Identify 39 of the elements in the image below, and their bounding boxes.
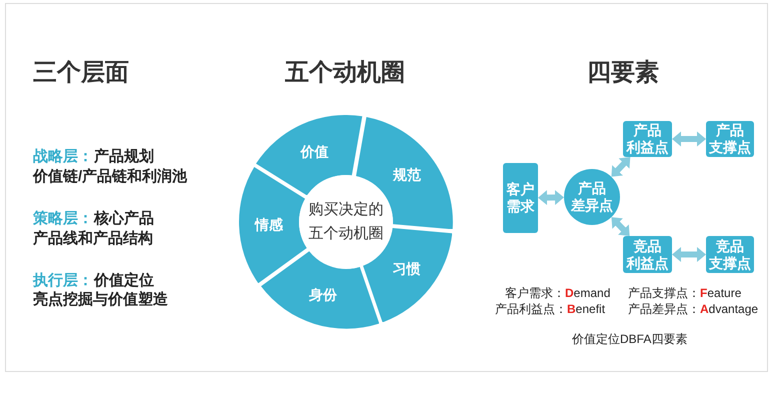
center-text: 购买决定的五个动机圈 — [308, 200, 384, 244]
term-definition: 产品利益点：Benefit — [495, 301, 606, 317]
double-arrow — [672, 132, 706, 146]
term-definition: 客户需求：Demand — [505, 285, 610, 301]
layer-focus: 价值定位 — [94, 271, 154, 290]
term-definition: 产品差异点：Advantage — [628, 301, 758, 317]
layer-name: 策略层： — [33, 209, 93, 228]
node-label: 产品差异点 — [571, 180, 613, 214]
layer-focus: 核心产品 — [94, 209, 154, 228]
node-label: 竞品利益点 — [626, 238, 668, 272]
panel-title: 三个层面 — [33, 59, 129, 87]
node-label: 客户需求 — [506, 181, 534, 215]
term-definition: 产品支撑点：Feature — [628, 285, 742, 301]
rounded-rectangle — [503, 163, 538, 233]
motive-label: 身份 — [308, 286, 337, 304]
motive-label: 情感 — [255, 216, 284, 234]
motive-label: 规范 — [393, 166, 422, 184]
panel-title: 五个动机圈 — [285, 59, 405, 87]
caption: 价值定位DBFA四要素 — [572, 331, 688, 347]
donut-segment — [239, 167, 307, 284]
layer-detail: 价值链/产品链和利润池 — [33, 167, 188, 186]
panel-title: 四要素 — [587, 59, 659, 87]
motive-label: 价值 — [300, 143, 329, 160]
circle-node — [564, 169, 620, 225]
double-arrow — [538, 190, 564, 206]
layer-detail: 亮点挖掘与价值塑造 — [33, 290, 168, 309]
node-label: 产品支撑点 — [709, 122, 751, 156]
layer-detail: 产品线和产品结构 — [33, 229, 153, 248]
donut-segment — [260, 251, 379, 329]
node-label: 产品利益点 — [626, 122, 668, 156]
double-arrow — [609, 154, 632, 179]
motive-label: 习惯 — [392, 260, 421, 278]
layer-focus: 产品规划 — [94, 147, 154, 166]
double-arrow — [609, 215, 632, 238]
donut-segment — [256, 115, 363, 196]
double-arrow — [672, 247, 706, 262]
layer-name: 执行层： — [33, 271, 93, 290]
node-label: 竞品支撑点 — [709, 238, 751, 272]
layer-name: 战略层： — [33, 147, 93, 166]
